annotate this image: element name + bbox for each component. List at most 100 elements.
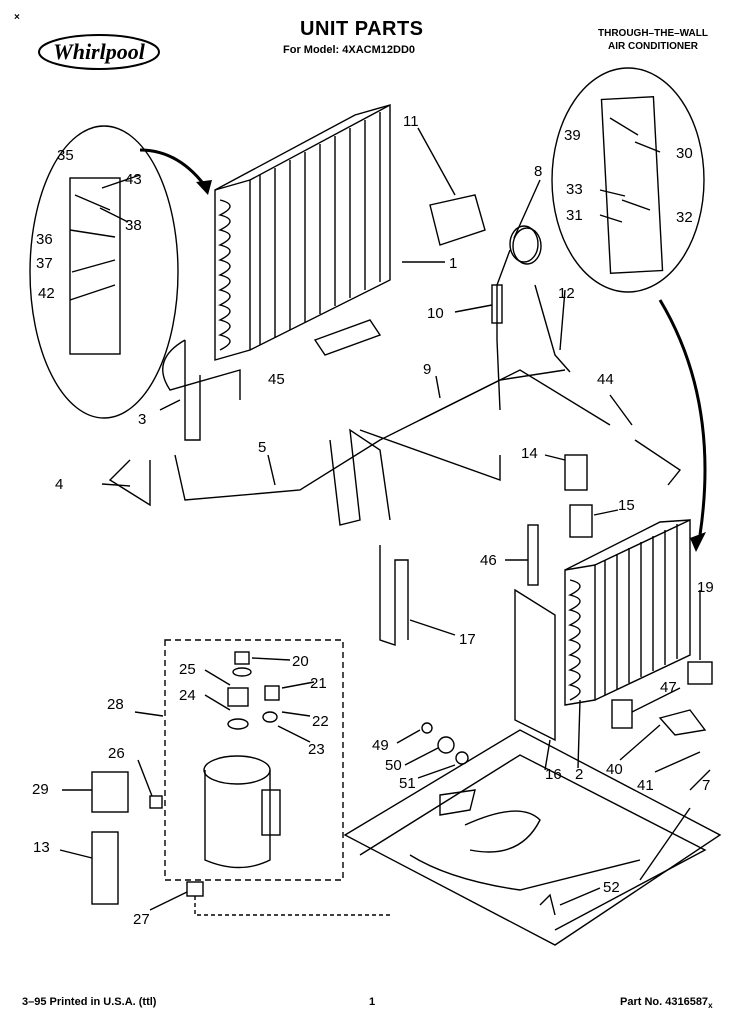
grille-13 bbox=[91, 831, 119, 905]
page-title: UNIT PARTS bbox=[300, 18, 424, 40]
drier-10 bbox=[491, 284, 503, 324]
grille-29 bbox=[91, 771, 129, 813]
grille-45 bbox=[313, 319, 382, 356]
inset-arrow-left bbox=[139, 148, 210, 191]
callout-27: 27 bbox=[133, 911, 150, 928]
screw-49 bbox=[421, 722, 433, 734]
tube-9c bbox=[419, 369, 611, 426]
callout-50: 50 bbox=[385, 757, 402, 774]
tube-3 bbox=[162, 339, 241, 400]
arrowhead-right bbox=[690, 532, 706, 552]
callout-38: 38 bbox=[125, 217, 142, 234]
callout-13: 13 bbox=[33, 839, 50, 856]
brand-logo: Whirlpool bbox=[36, 30, 162, 74]
callout-39: 39 bbox=[564, 127, 581, 144]
callout-20: 20 bbox=[292, 653, 309, 670]
brand-name: Whirlpool bbox=[53, 39, 146, 64]
accumulator bbox=[261, 789, 281, 836]
callout-46: 46 bbox=[480, 552, 497, 569]
corner-mark: × bbox=[14, 12, 20, 23]
product-type-line1: THROUGH–THE–WALL bbox=[598, 28, 708, 39]
tube-4 bbox=[108, 459, 151, 507]
tube-sheet-right bbox=[600, 96, 664, 274]
evaporator-coil bbox=[214, 103, 391, 361]
callout-14: 14 bbox=[521, 445, 538, 462]
tube-44 bbox=[634, 439, 682, 486]
part-47 bbox=[611, 699, 633, 729]
callout-33: 33 bbox=[566, 181, 583, 198]
callout-45: 45 bbox=[268, 371, 285, 388]
inset-arrow-right bbox=[658, 299, 707, 536]
callout-9: 9 bbox=[423, 361, 432, 378]
part-14 bbox=[564, 454, 588, 491]
inset-oval-left bbox=[29, 125, 179, 419]
callout-21: 21 bbox=[310, 675, 327, 692]
compressor-box bbox=[164, 639, 344, 881]
callout-52: 52 bbox=[603, 879, 620, 896]
washer-24 bbox=[227, 718, 249, 730]
model-line: For Model: 4XACM12DD0 bbox=[283, 44, 416, 56]
part-25 bbox=[227, 687, 249, 707]
callout-42: 42 bbox=[38, 285, 55, 302]
callout-22: 22 bbox=[312, 713, 329, 730]
callout-10: 10 bbox=[427, 305, 444, 322]
product-type-line2: AIR CONDITIONER bbox=[608, 41, 698, 52]
callout-51: 51 bbox=[399, 775, 416, 792]
callout-43: 43 bbox=[125, 171, 142, 188]
part-number: Part No. 4316587x bbox=[620, 996, 713, 1010]
strip-46 bbox=[527, 524, 539, 586]
callout-28: 28 bbox=[107, 696, 124, 713]
callout-1: 1 bbox=[449, 255, 458, 272]
callout-40: 40 bbox=[606, 761, 623, 778]
callout-44: 44 bbox=[597, 371, 614, 388]
part-number-text: Part No. 4316587 bbox=[620, 996, 709, 1008]
part-15 bbox=[569, 504, 593, 538]
part-21b bbox=[264, 685, 280, 701]
tube-17 bbox=[379, 545, 409, 646]
tube-9b bbox=[359, 429, 501, 481]
callout-30: 30 bbox=[676, 145, 693, 162]
callout-7: 7 bbox=[702, 777, 711, 794]
callout-12: 12 bbox=[558, 285, 575, 302]
arrowhead-left bbox=[196, 180, 212, 195]
callout-8: 8 bbox=[534, 163, 543, 180]
bracket-40 bbox=[658, 709, 707, 736]
inset-oval-right bbox=[551, 67, 705, 293]
callout-11: 11 bbox=[403, 113, 419, 130]
grille-11 bbox=[429, 194, 486, 246]
callout-3: 3 bbox=[138, 411, 147, 428]
part-51 bbox=[455, 751, 469, 765]
callout-19: 19 bbox=[697, 579, 714, 596]
shroud-16 bbox=[514, 588, 556, 742]
tube-5 bbox=[174, 369, 566, 501]
callout-26: 26 bbox=[108, 745, 125, 762]
callout-4: 4 bbox=[55, 476, 64, 493]
callout-49: 49 bbox=[372, 737, 389, 754]
grommet-27 bbox=[186, 881, 204, 897]
callout-47: 47 bbox=[660, 679, 677, 696]
callout-37: 37 bbox=[36, 255, 53, 272]
part-50 bbox=[437, 736, 455, 754]
callout-24: 24 bbox=[179, 687, 196, 704]
callout-29: 29 bbox=[32, 781, 49, 798]
tube-sheet-left bbox=[69, 177, 121, 355]
washer-21 bbox=[232, 667, 252, 677]
callout-17: 17 bbox=[459, 631, 476, 648]
callout-32: 32 bbox=[676, 209, 693, 226]
part-number-suffix: x bbox=[708, 1001, 713, 1011]
compressor-shell bbox=[204, 770, 271, 869]
base-pan bbox=[343, 729, 722, 946]
condenser-coil bbox=[564, 518, 691, 706]
capillary-coil bbox=[509, 225, 539, 263]
page-number: 1 bbox=[369, 996, 376, 1008]
callout-15: 15 bbox=[618, 497, 635, 514]
callout-23: 23 bbox=[308, 741, 325, 758]
tube-9a bbox=[329, 428, 391, 526]
callout-2: 2 bbox=[575, 766, 584, 783]
part-23 bbox=[262, 711, 278, 723]
nut-20 bbox=[234, 651, 250, 665]
callout-25: 25 bbox=[179, 661, 196, 678]
part-26 bbox=[149, 795, 163, 809]
print-info: 3–95 Printed in U.S.A. (ttl) bbox=[22, 996, 157, 1008]
callout-41: 41 bbox=[637, 777, 654, 794]
